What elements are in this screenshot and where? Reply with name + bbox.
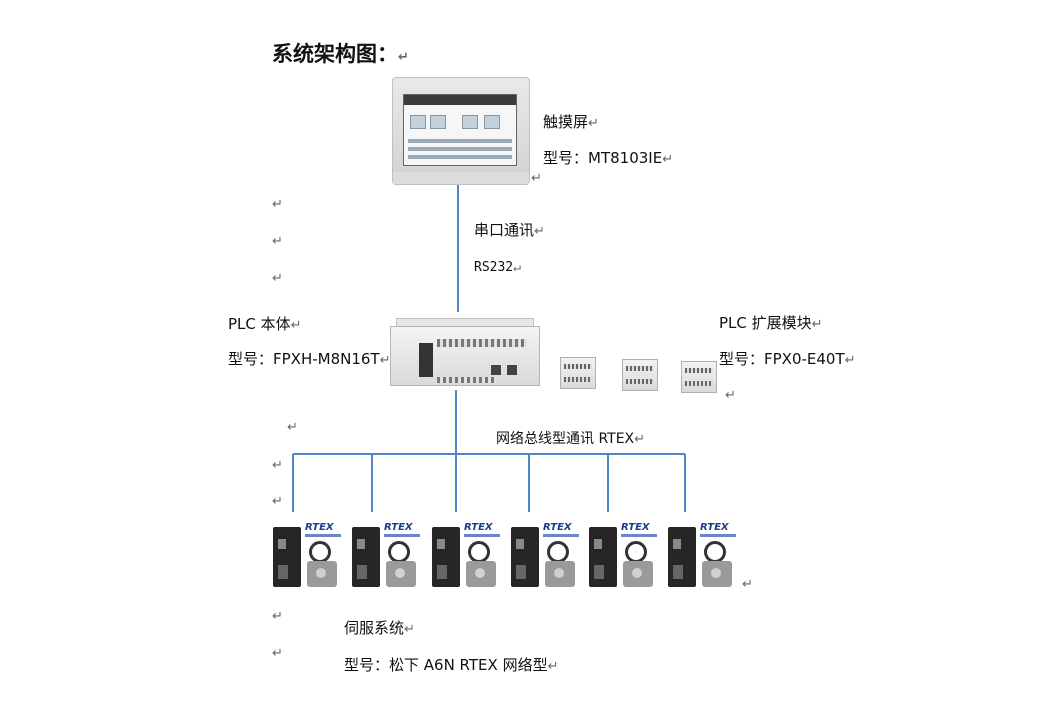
rtex-logo: RTEX: [305, 522, 334, 533]
return-mark: ↵: [742, 577, 753, 592]
servo-motor-icon: [623, 561, 653, 587]
return-mark: ↵: [404, 622, 415, 637]
servo-motor-icon: [702, 561, 732, 587]
return-mark: ↵: [272, 271, 283, 286]
return-mark: ↵: [398, 50, 409, 65]
return-mark: ↵: [531, 171, 542, 186]
hmi-screen: [403, 94, 517, 166]
return-mark: ↵: [379, 353, 391, 368]
servo-unit: RTEX: [668, 521, 740, 589]
hmi-device-icon: [392, 77, 530, 185]
servo-unit: RTEX: [511, 521, 583, 589]
serial-link-label: 串口通讯↵: [474, 221, 545, 239]
expansion-module-icon: [681, 361, 717, 393]
return-mark: ↵: [547, 659, 559, 674]
servo-drive-icon: [589, 527, 617, 587]
return-mark: ↵: [272, 494, 283, 509]
servo-unit: RTEX: [352, 521, 424, 589]
expansion-module-icon: [560, 357, 596, 389]
servo-model-label: 型号：松下 A6N RTEX 网络型↵: [344, 656, 559, 674]
return-mark: ↵: [634, 432, 646, 447]
return-mark: ↵: [811, 317, 823, 332]
servo-motor-icon: [307, 561, 337, 587]
serial-protocol-label: RS232↵: [474, 260, 521, 275]
hmi-model-label: 型号：MT8103IE↵: [543, 149, 674, 167]
servo-drive-icon: [273, 527, 301, 587]
servo-name-label: 伺服系统↵: [344, 619, 415, 637]
plc-name-label: PLC 本体↵: [228, 315, 302, 333]
network-label: 网络总线型通讯 RTEX↵: [496, 431, 646, 447]
return-mark: ↵: [272, 609, 283, 624]
expansion-name-label: PLC 扩展模块↵: [719, 314, 823, 332]
rtex-logo: RTEX: [621, 522, 650, 533]
return-mark: ↵: [272, 234, 283, 249]
servo-unit: RTEX: [432, 521, 504, 589]
rtex-logo: RTEX: [384, 522, 413, 533]
return-mark: ↵: [534, 224, 545, 239]
return-mark: ↵: [844, 353, 856, 368]
rtex-logo: RTEX: [464, 522, 493, 533]
return-mark: ↵: [662, 152, 674, 167]
servo-motor-icon: [386, 561, 416, 587]
diagram-title: 系统架构图：↵: [272, 44, 409, 65]
diagram-title-text: 系统架构图：: [272, 42, 398, 66]
plc-device-icon: [390, 318, 540, 386]
return-mark: ↵: [272, 646, 283, 661]
servo-drive-icon: [352, 527, 380, 587]
plc-model-label: 型号：FPXH-M8N16T↵: [228, 350, 391, 368]
servo-drive-icon: [432, 527, 460, 587]
servo-drive-icon: [511, 527, 539, 587]
return-mark: ↵: [725, 388, 736, 403]
expansion-module-icon: [622, 359, 658, 391]
servo-unit: RTEX: [589, 521, 661, 589]
hmi-name-label: 触摸屏↵: [543, 113, 599, 131]
return-mark: ↵: [513, 260, 521, 275]
return-mark: ↵: [588, 116, 599, 131]
servo-unit: RTEX: [273, 521, 345, 589]
expansion-model-label: 型号：FPX0-E40T↵: [719, 350, 856, 368]
return-mark: ↵: [290, 318, 302, 333]
rtex-logo: RTEX: [543, 522, 572, 533]
return-mark: ↵: [272, 197, 283, 212]
servo-motor-icon: [545, 561, 575, 587]
servo-motor-icon: [466, 561, 496, 587]
return-mark: ↵: [272, 458, 283, 473]
return-mark: ↵: [287, 420, 298, 435]
servo-drive-icon: [668, 527, 696, 587]
rtex-logo: RTEX: [700, 522, 729, 533]
